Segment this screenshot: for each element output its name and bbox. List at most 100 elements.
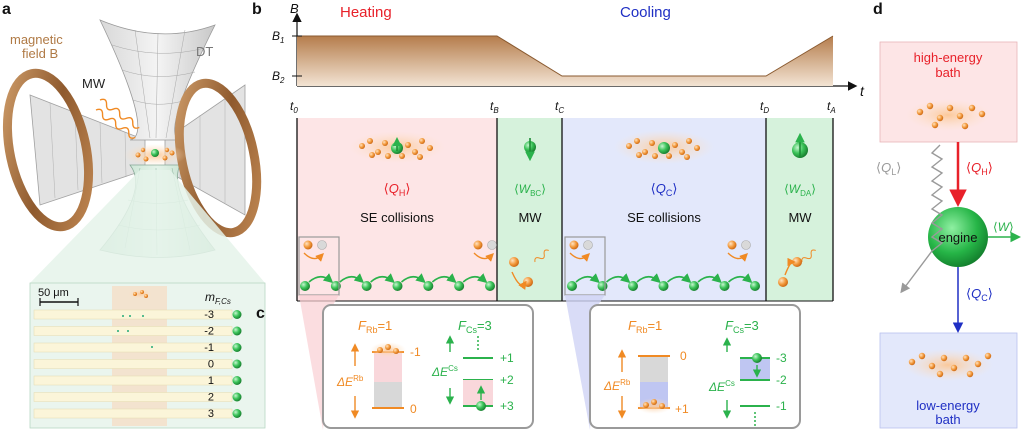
right-cs-2: -2 — [776, 373, 787, 387]
left-rb-bottom: 0 — [410, 402, 417, 416]
mw-pair-da — [778, 249, 816, 287]
cs-atom — [330, 281, 341, 291]
cs-atom — [300, 281, 310, 291]
right-rb-top: 0 — [680, 349, 687, 363]
time-ta: tA — [827, 99, 836, 115]
mf-level-label: 2 — [208, 392, 214, 404]
cs-atom — [719, 281, 730, 291]
panel-c: c FRb=1 FCs=3 -1 0 ΔERb +1 +2 +3 ΔECs — [256, 295, 801, 430]
time-tc: tC — [555, 99, 564, 115]
cs-atom-marker — [232, 376, 242, 385]
mf-level-label: -1 — [204, 342, 214, 354]
left-rb-top: -1 — [410, 345, 421, 359]
label-wda: ⟨WDA⟩ — [784, 182, 816, 198]
cs-atom — [658, 281, 669, 291]
d-label-qh: ⟨QH⟩ — [966, 160, 993, 177]
b-field-curve — [297, 35, 834, 77]
time-tb: tB — [490, 99, 499, 115]
mw-wave — [95, 98, 140, 139]
left-cs-1: +1 — [500, 351, 514, 365]
label-se-collisions-cooling: SE collisions — [627, 210, 701, 225]
high-energy-bath — [879, 41, 1018, 143]
arrow-ql — [900, 144, 944, 294]
cs-atom — [392, 281, 403, 291]
label-mw-bc: MW — [518, 210, 542, 225]
low-bath-line2: bath — [935, 412, 960, 427]
cs-atom-marker — [232, 392, 242, 402]
cs-atom — [361, 281, 372, 291]
cs-atom — [628, 281, 638, 291]
left-cs-3: +3 — [500, 399, 514, 413]
cooling-title: Cooling — [620, 4, 671, 21]
cs-atom — [689, 281, 699, 291]
cs-atom-marker — [232, 409, 242, 418]
axis-label-t: t — [860, 83, 865, 99]
cs-atom-marker — [232, 310, 242, 319]
panel-b: b B t B1 B2 Heating Cooling t0 tB tC tD … — [252, 1, 865, 302]
cs-atom-marker — [232, 326, 242, 336]
level-b2: B2 — [272, 69, 285, 85]
high-bath-line2: bath — [935, 65, 960, 80]
mf-level-label: 1 — [208, 375, 214, 387]
engine-label: engine — [938, 230, 977, 245]
left-de-cs: ΔECs — [431, 364, 458, 379]
mw-pair-bc — [509, 249, 549, 290]
panel-label-d: d — [873, 1, 883, 18]
low-bath-line1: low-energy — [916, 398, 980, 413]
d-label-w: ⟨W⟩ — [993, 220, 1014, 234]
left-frb: FRb=1 — [358, 318, 392, 335]
right-de-cs: ΔECs — [708, 379, 735, 394]
b-field-profile — [297, 36, 833, 86]
level-b1: B1 — [272, 29, 284, 45]
axis-label-b: B — [290, 1, 299, 16]
absorption-strip — [33, 309, 233, 320]
right-cs-3: -1 — [776, 399, 787, 413]
absorption-strip — [33, 359, 233, 369]
cs-atom — [567, 281, 577, 291]
right-fcs: FCs=3 — [725, 318, 759, 335]
cs-atom — [597, 281, 608, 291]
d-label-qc: ⟨QC⟩ — [966, 286, 993, 303]
label-se-collisions-heating: SE collisions — [360, 210, 434, 225]
label-dt: DT — [196, 44, 213, 59]
absorption-strip — [33, 375, 233, 386]
scale-bar-label: 50 μm — [38, 287, 69, 299]
right-de-rb: ΔERb — [603, 378, 631, 393]
cs-atom — [423, 281, 434, 291]
mf-level-label: 0 — [208, 359, 214, 371]
label-magnetic: magnetic — [10, 32, 63, 47]
coil-left — [2, 68, 94, 232]
label-qc: ⟨QC⟩ — [651, 181, 678, 198]
mf-level-label: -2 — [204, 326, 214, 338]
panel-d: d high-energy bath low-energy bath ⟨QH⟩ … — [873, 1, 1021, 429]
right-rb-bottom: +1 — [675, 402, 689, 416]
mf-level-label: -3 — [204, 309, 214, 321]
cs-atom-marker — [232, 343, 242, 352]
cs-atom — [151, 149, 159, 157]
left-fcs: FCs=3 — [458, 318, 492, 335]
cs-atom — [454, 281, 465, 291]
mf-label: mF,Cs — [205, 290, 231, 306]
left-de-rb: ΔERb — [336, 374, 364, 389]
panel-label-b: b — [252, 1, 262, 18]
panel-label-a: a — [2, 1, 11, 18]
zoom-funnel — [30, 170, 265, 283]
label-field-b: field B — [22, 46, 58, 61]
high-bath-line1: high-energy — [914, 50, 983, 65]
left-cs-2: +2 — [500, 373, 514, 387]
label-qh: ⟨QH⟩ — [384, 181, 411, 198]
right-cs-1: -3 — [776, 351, 787, 365]
absorption-strip — [33, 326, 233, 336]
panel-label-c: c — [256, 305, 265, 322]
absorption-strip — [33, 408, 233, 419]
label-wbc: ⟨WBC⟩ — [514, 182, 546, 198]
coil-right — [174, 78, 262, 238]
mf-level-label: 3 — [208, 408, 214, 420]
label-mw-da: MW — [788, 210, 812, 225]
heating-title: Heating — [340, 4, 392, 21]
d-label-ql: ⟨QL⟩ — [876, 160, 901, 177]
time-t0: t0 — [290, 99, 298, 115]
engine — [928, 207, 988, 267]
label-mw: MW — [82, 76, 106, 91]
